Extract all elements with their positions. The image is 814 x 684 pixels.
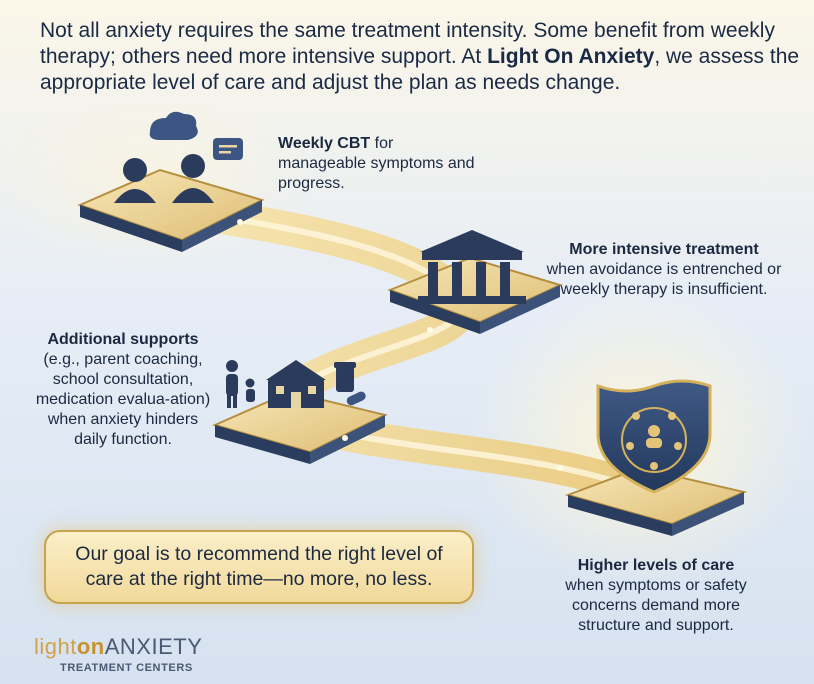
therapist-client-icon [114,111,243,203]
goal-callout: Our goal is to recommend the right level… [44,530,474,604]
intro-paragraph: Not all anxiety requires the same treatm… [40,19,800,94]
step-text: when avoidance is entrenched or weekly t… [546,261,782,298]
shield-group-icon [596,379,712,494]
step-text: when symptoms or safety concerns demand … [565,577,747,634]
step-heading: More intensive treatment [569,241,759,258]
platform-weekly-cbt [77,168,265,252]
family-school-medication-icon [226,360,366,408]
step-intensive-treatment: More intensive treatment when avoidance … [540,240,788,300]
step-text: (e.g., parent coaching, school consultat… [35,351,211,448]
step-heading: Additional supports [47,331,199,348]
step-weekly-cbt: Weekly CBT for manageable symptoms and p… [278,134,478,194]
brand-name: Light On Anxiety [487,45,655,68]
journey-path [193,198,657,507]
brand-logo: lightonANXIETY TREATMENT CENTERS [34,634,234,678]
step-additional-supports: Additional supports (e.g., parent coachi… [30,330,216,450]
step-heading: Weekly CBT [278,135,371,152]
step-text: for manageable symptoms and progress. [278,135,475,192]
step-higher-levels: Higher levels of care when symptoms or s… [540,556,772,636]
platform-higher-levels [564,466,748,536]
logo-wordmark: lightonANXIETY [34,634,203,659]
step-heading: Higher levels of care [577,557,735,574]
goal-text: Our goal is to recommend the right level… [75,543,443,590]
logo-subtitle: TREATMENT CENTERS [60,662,193,674]
building-columns-icon [418,230,526,304]
